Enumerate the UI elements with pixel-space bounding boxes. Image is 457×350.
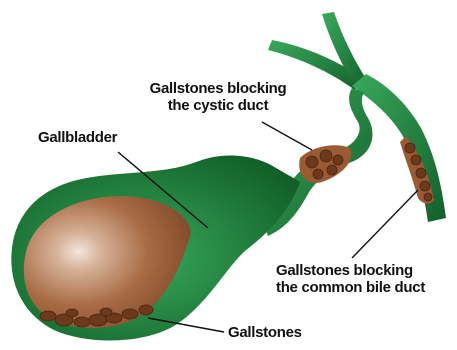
label-common-bile-duct-stones: Gallstones blocking the common bile duct (276, 262, 425, 296)
label-bile-line-2: the common bile duct (276, 279, 425, 296)
label-gallbladder: Gallbladder (38, 129, 117, 146)
hepatic-ducts (268, 12, 368, 90)
label-cystic-duct-stones: Gallstones blocking the cystic duct (128, 80, 308, 114)
leader-cystic-duct (262, 122, 312, 150)
label-cystic-line-1: Gallstones blocking (128, 80, 308, 97)
leader-common-bile-duct (352, 190, 418, 258)
cystic-duct-stones (299, 145, 351, 183)
label-cystic-line-2: the cystic duct (128, 97, 308, 114)
label-gallstones: Gallstones (228, 324, 302, 341)
label-bile-line-1: Gallstones blocking (276, 262, 425, 279)
